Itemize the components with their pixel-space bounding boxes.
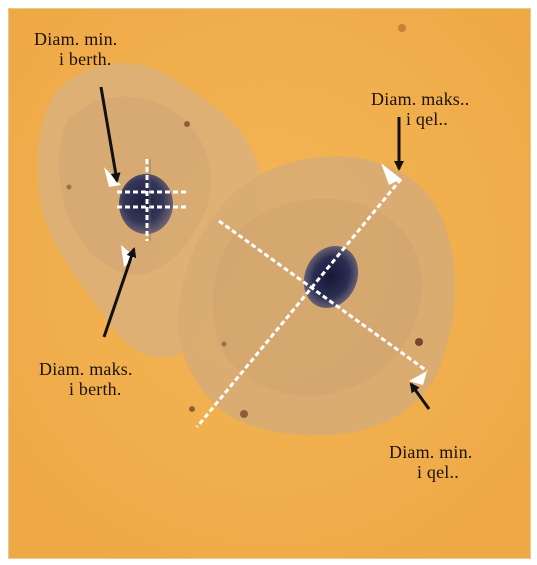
label-diam-maks-berth: Diam. maks. i berth.: [39, 359, 133, 399]
label-diam-min-berth-line1: Diam. min.: [34, 29, 118, 49]
label-diam-maks-qel-line1: Diam. maks..: [371, 89, 469, 109]
label-diam-min-berth: Diam. min. i berth.: [34, 29, 118, 69]
label-diam-maks-qel-line2: i qel..: [371, 109, 469, 129]
label-diam-maks-berth-line1: Diam. maks.: [39, 359, 133, 379]
label-diam-min-qel-line2: i qel..: [389, 462, 473, 482]
label-diam-min-qel: Diam. min. i qel..: [389, 442, 473, 482]
label-diam-min-qel-line1: Diam. min.: [389, 442, 473, 462]
label-diam-min-berth-line2: i berth.: [34, 49, 118, 69]
micrograph-image: Diam. min. i berth. Diam. maks.. i qel..…: [8, 8, 531, 559]
label-diam-maks-berth-line2: i berth.: [39, 379, 133, 399]
label-diam-maks-qel: Diam. maks.. i qel..: [371, 89, 469, 129]
